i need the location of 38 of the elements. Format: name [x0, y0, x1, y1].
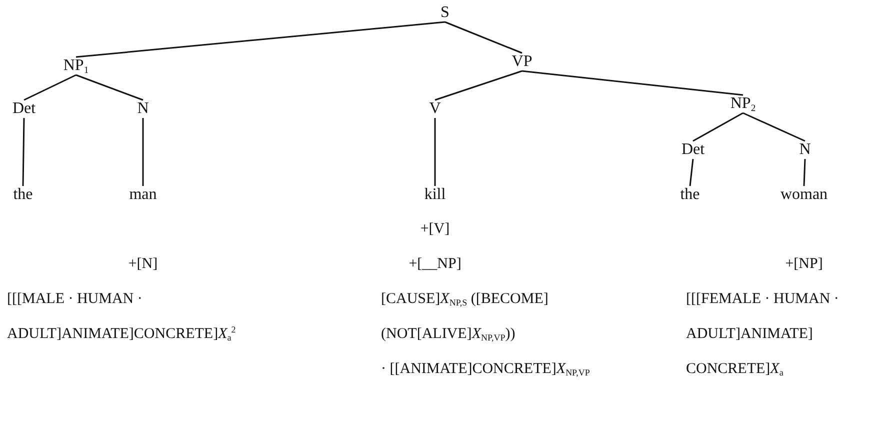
tree-node-label: S: [440, 4, 450, 22]
feature-text: (NOT[ALIVE]X$_{NP,VP}$)): [381, 325, 516, 343]
feature-text: +[__NP]: [408, 255, 462, 273]
tree-branch-line: [142, 118, 144, 186]
tree-node-label: V: [428, 100, 442, 118]
tree-branch-line: [76, 21, 446, 58]
tree-branch-line: [434, 70, 522, 101]
feature-text: CONCRETE]X$_{a}$: [686, 360, 784, 378]
tree-node-label: Det: [11, 100, 37, 118]
tree-branch-line: [689, 158, 694, 186]
tree-node-label: VP: [510, 53, 534, 71]
feature-text: +[NP]: [785, 255, 823, 273]
tree-branch-line: [444, 21, 522, 54]
feature-text: [CAUSE]X$_{NP,S}$ ([BECOME]: [381, 290, 548, 308]
tree-branch-line: [76, 74, 144, 101]
tree-node-label: N: [136, 100, 150, 118]
tree-branch-line: [803, 158, 806, 186]
feature-text: ADULT]ANIMATE]: [686, 325, 813, 343]
tree-node-label: NP$_{1}$: [62, 57, 90, 75]
tree-branch-line: [22, 118, 25, 186]
tree-branch-line: [522, 70, 744, 96]
word-label: kill: [423, 186, 447, 204]
feature-text: +[N]: [128, 255, 158, 273]
tree-node-label: N: [798, 141, 812, 159]
tree-branch-line: [742, 112, 806, 142]
feature-text: +[V]: [420, 220, 450, 238]
tree-node-label: NP$_{2}$: [729, 95, 757, 113]
tree-branch-line: [24, 74, 76, 101]
tree-branch-line: [692, 112, 744, 142]
word-label: man: [128, 186, 158, 204]
word-label: woman: [779, 186, 829, 204]
word-label: the: [12, 186, 34, 204]
word-label: the: [679, 186, 701, 204]
feature-text: [[[MALE · HUMAN ·: [7, 290, 142, 308]
feature-text: [[[FEMALE · HUMAN ·: [686, 290, 839, 308]
feature-text: · [[ANIMATE]CONCRETE]X$_{NP,VP}$: [381, 360, 590, 378]
tree-branch-line: [434, 118, 436, 186]
tree-node-label: Det: [680, 141, 706, 159]
